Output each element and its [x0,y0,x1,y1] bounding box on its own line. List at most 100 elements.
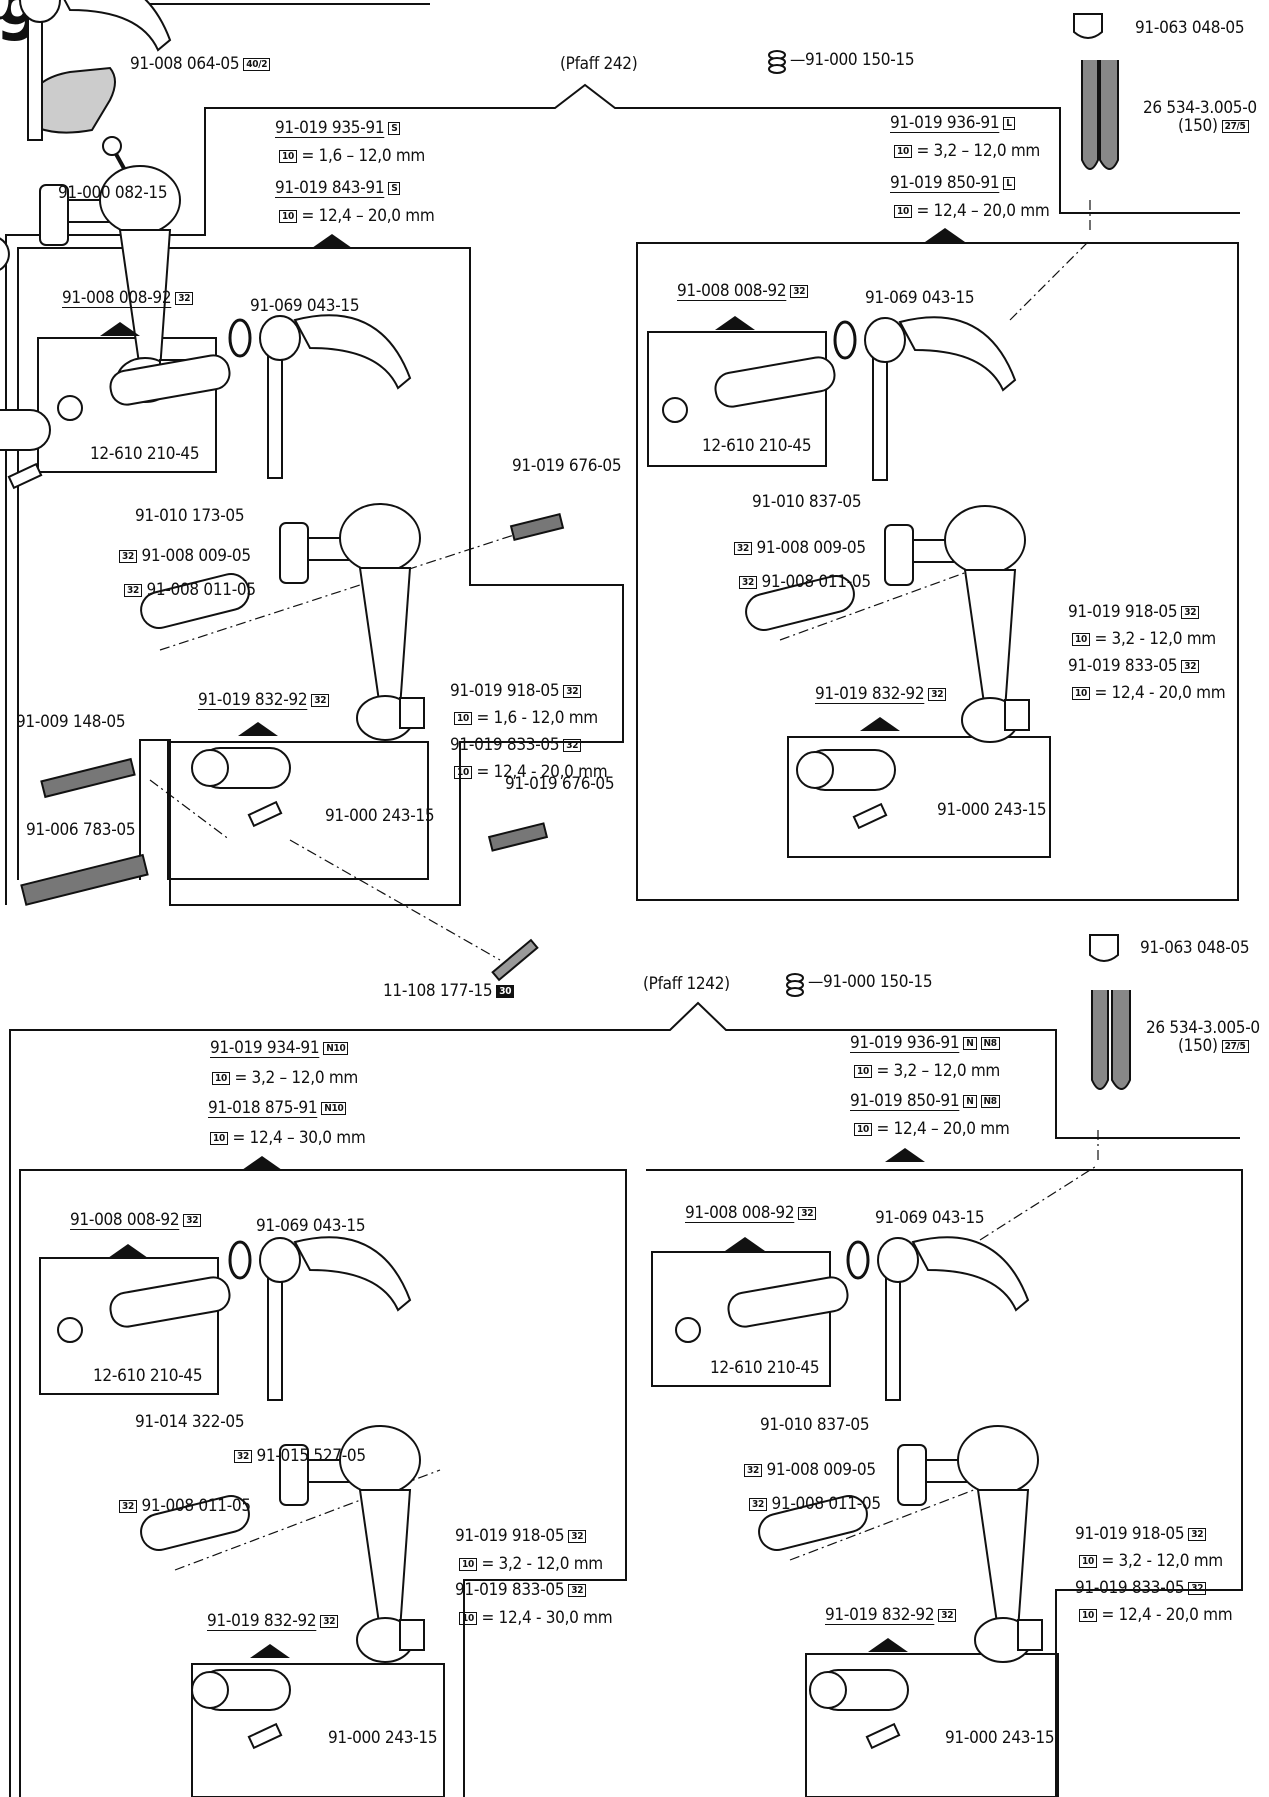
br-range1: 10 = 3,2 – 12,0 mm [850,1063,1000,1080]
tl-bushing: 32 91-008 009-05 [115,548,251,565]
tl-kit-pointer [100,322,140,336]
cap-label-top: 91-063 048-05 [1135,18,1245,38]
bottom-right-frame [646,1169,1243,1797]
bl-range2a: 10 = 3,2 - 12,0 mm [455,1556,603,1573]
bl-screw: 91-000 243-15 [328,1728,438,1748]
br-screw: 91-000 243-15 [945,1728,1055,1748]
wick-label-top: 26 534-3.005-0 [1143,98,1257,118]
bl-ring: 12-610 210-45 [93,1366,203,1386]
br-lever: 91-010 837-05 [760,1415,870,1435]
model-label-top: (Pfaff 242) [560,54,638,74]
top-right-frame [636,242,1239,901]
br-range2: 10 = 12,4 – 20,0 mm [850,1121,1010,1138]
top-left-frame [17,247,624,906]
br-range2b: 10 = 12,4 - 20,0 mm [1075,1607,1233,1624]
wick-len-top: (150)27/5 [1178,118,1249,135]
tl-ring: 12-610 210-45 [90,444,200,464]
tr-range2a: 10 = 3,2 - 12,0 mm [1068,631,1216,648]
wick-label-bottom: 26 534-3.005-0 [1146,1018,1260,1038]
dash-leader: — [808,972,823,992]
felt-pad [28,66,116,134]
br-kit-pointer [725,1237,765,1251]
br-washer: 91-069 043-15 [875,1208,985,1228]
tl-range2: 10 = 12,4 – 20,0 mm [275,208,435,225]
bottom-left-frame [19,1169,627,1797]
bl-bushing: 32 91-015 527-05 [230,1448,366,1465]
tr-pointer [925,228,965,242]
bl-washer: 91-069 043-15 [256,1216,366,1236]
bl-pointer [242,1156,282,1170]
tl-wick1: 91-009 148-05 [16,712,126,732]
tr-screw: 91-000 243-15 [937,800,1047,820]
bl-range1: 10 = 3,2 – 12,0 mm [208,1070,358,1087]
tl-lever: 91-010 173-05 [135,506,245,526]
br-range2a: 10 = 3,2 - 12,0 mm [1075,1553,1223,1570]
spring-label-top: —91-000 150-15 [790,50,915,70]
br-bushing: 32 91-008 009-05 [740,1462,876,1479]
tl-pointer [312,234,352,248]
tl-pin: 32 91-008 011-05 [120,582,256,599]
tl-clamp-pointer [238,722,278,736]
dash-leader: — [790,50,805,70]
tl-screw: 91-000 243-15 [325,806,435,826]
tl-washer: 91-069 043-15 [250,296,360,316]
br-clamp-pointer [868,1638,908,1652]
tr-kit-pointer [715,316,755,330]
tr-pin: 32 91-008 011-05 [735,574,871,591]
tr-washer: 91-069 043-15 [865,288,975,308]
bl-pin: 32 91-008 011-05 [115,1498,251,1515]
tl-range2b: 10 = 12,4 - 20,0 mm [450,764,608,781]
tl-range2a: 10 = 1,6 - 12,0 mm [450,710,598,727]
bl-kit-pointer [108,1244,148,1258]
wick-len-bottom: (150)27/5 [1178,1038,1249,1055]
spring-label-bottom: —91-000 150-15 [808,972,933,992]
bl-lever: 91-014 322-05 [135,1412,245,1432]
model-label-bottom: (Pfaff 1242) [643,974,730,994]
tr-ring: 12-610 210-45 [702,436,812,456]
tr-bushing: 32 91-008 009-05 [730,540,866,557]
br-pointer [885,1148,925,1162]
tl-tube2: 91-019 676-05 [505,774,615,794]
tr-range2b: 10 = 12,4 - 20,0 mm [1068,685,1226,702]
br-ring: 12-610 210-45 [710,1358,820,1378]
bl-range2b: 10 = 12,4 - 30,0 mm [455,1610,613,1627]
tl-wick2: 91-006 783-05 [26,820,136,840]
tr-clamp-pointer [860,717,900,731]
tr-range2: 10 = 12,4 – 20,0 mm [890,203,1050,220]
cap-label-bottom: 91-063 048-05 [1140,938,1250,958]
bl-clamp-pointer [250,1644,290,1658]
tl-range1: 10 = 1,6 – 12,0 mm [275,148,425,165]
bl-range2: 10 = 12,4 – 30,0 mm [206,1130,366,1147]
tl-tube1: 91-019 676-05 [512,456,622,476]
small-screw-label: 91-000 082-15 [58,183,168,203]
tr-range1: 10 = 3,2 – 12,0 mm [890,143,1040,160]
tr-lever: 91-010 837-05 [752,492,862,512]
